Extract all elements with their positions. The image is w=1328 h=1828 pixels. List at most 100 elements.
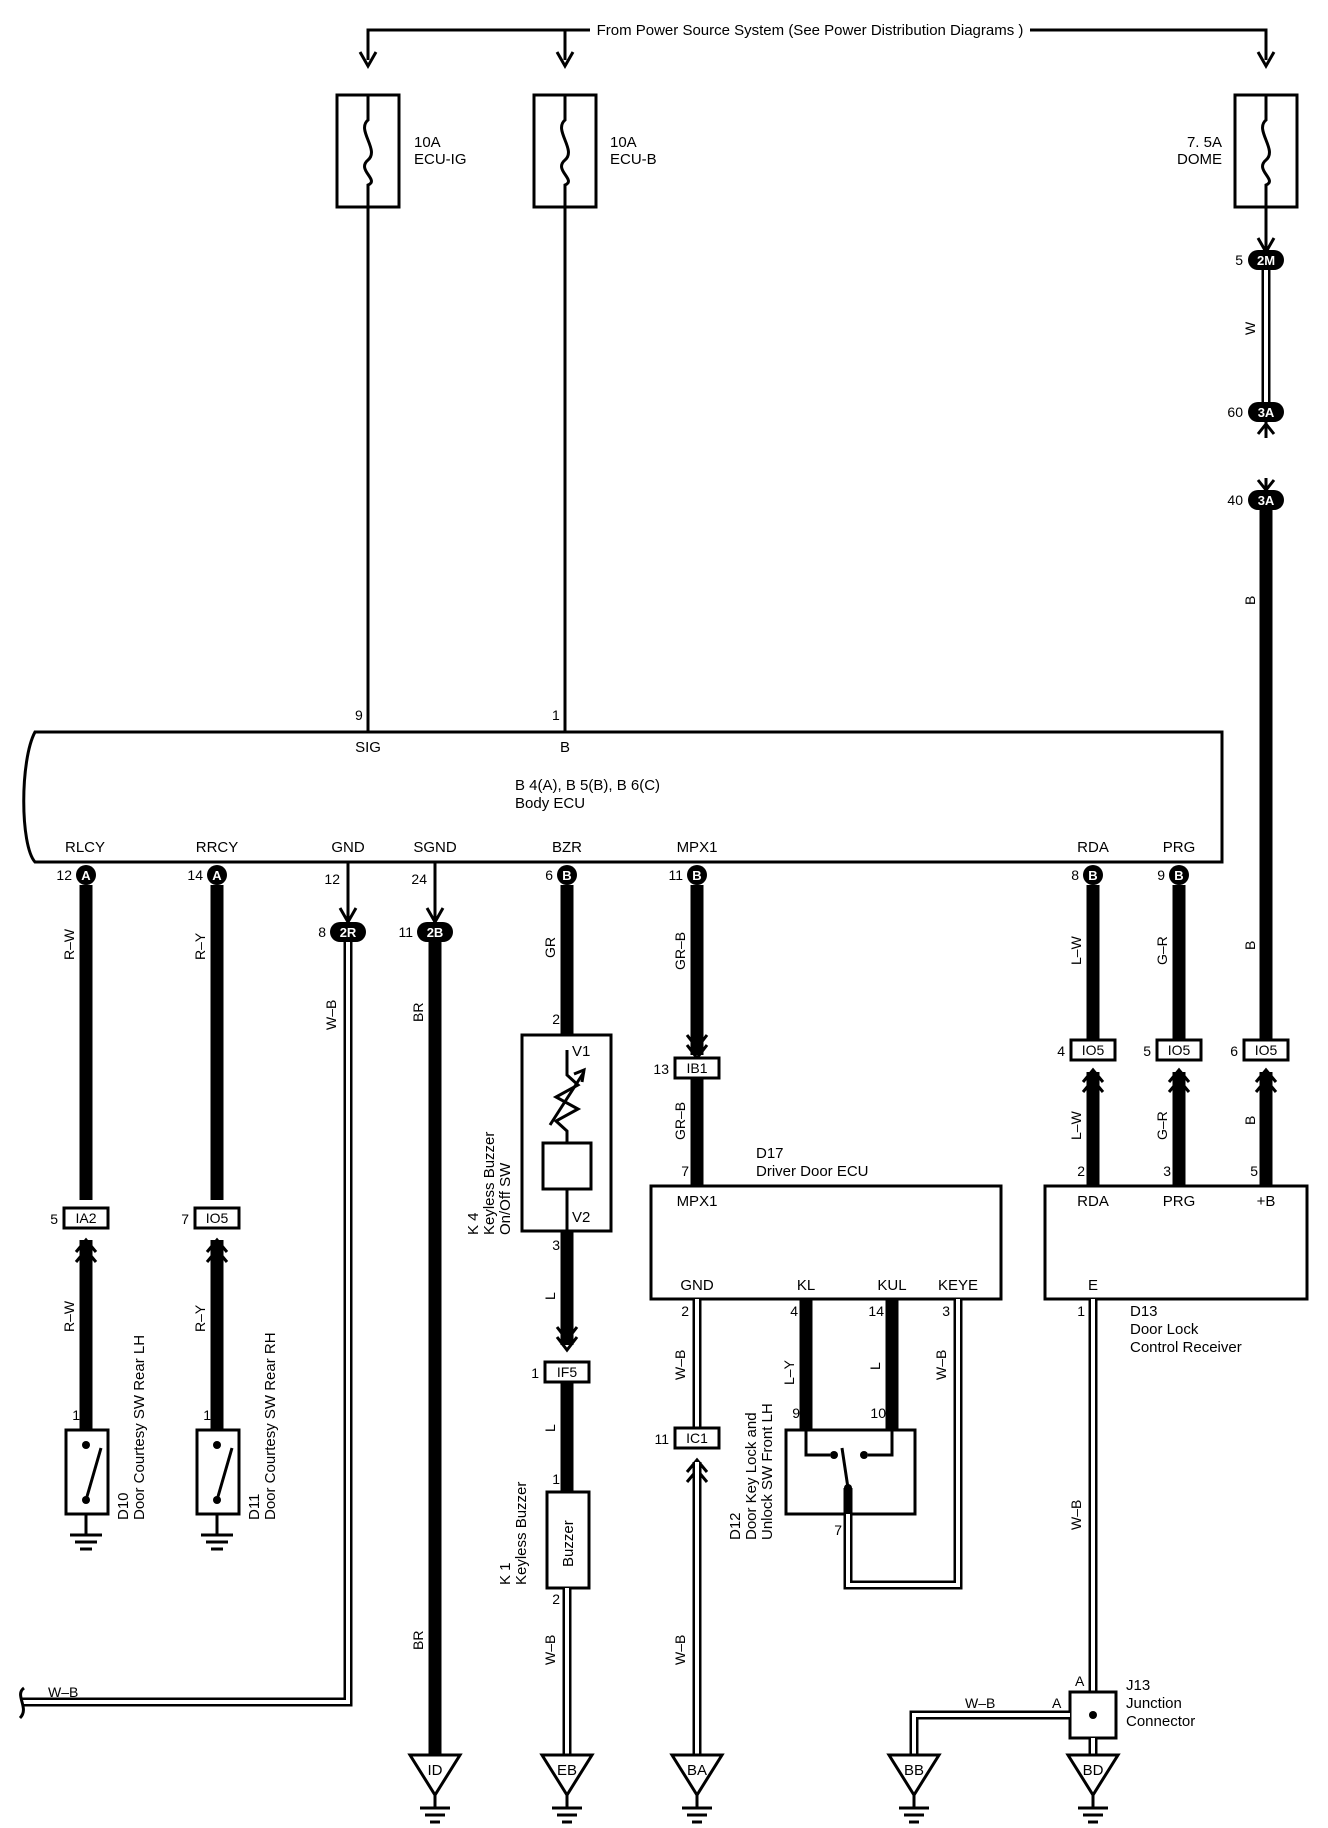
wire-gnd-wb-label: W–B [323, 1000, 339, 1030]
wire-sgnd-br-label-2: BR [410, 1631, 426, 1650]
ground-bb-label: BB [904, 1762, 924, 1779]
body-ecu-conn-bzr: B [557, 865, 577, 885]
svg-text:2R: 2R [340, 925, 357, 940]
body-ecu-pin-mpx1-num: 11 [668, 867, 683, 883]
body-ecu-pin-bzr-num: 6 [545, 867, 553, 883]
connector-3a-40: 3A [1248, 490, 1284, 510]
k1-ref: K 1 [497, 1562, 514, 1585]
connector-3a-40-num: 40 [1227, 492, 1243, 508]
svg-text:B: B [562, 868, 571, 883]
power-source-label: From Power Source System (See Power Dist… [597, 22, 1024, 39]
d10-ground [70, 1533, 102, 1551]
svg-text:IF5: IF5 [557, 1364, 577, 1380]
d12-pin-9: 9 [792, 1405, 800, 1421]
wire-io5-gr-label: G–R [1154, 1111, 1170, 1140]
body-ecu-term-mpx1: MPX1 [677, 839, 718, 856]
ground-bb [886, 1753, 942, 1824]
body-ecu-pin-rlcy-num: 12 [56, 867, 72, 883]
connector-ib1: IB1 [673, 1056, 721, 1080]
wire-mpx1-grb-label: GR–B [672, 932, 688, 970]
wire-dome-w-label: W [1242, 321, 1258, 335]
d17-box [649, 1184, 1003, 1301]
connector-io5-rda-num: 4 [1057, 1043, 1065, 1059]
k1-pin-bottom: 2 [552, 1591, 560, 1607]
body-ecu-term-prg: PRG [1163, 839, 1196, 856]
k1-buzzer-label: Buzzer [560, 1520, 577, 1567]
d17-pin-kl: 4 [790, 1303, 798, 1319]
ground-eb-label: EB [557, 1762, 577, 1779]
d12-pin-7: 7 [834, 1522, 842, 1538]
d17-pin-gnd: 2 [681, 1303, 689, 1319]
d17-term-mpx1: MPX1 [677, 1193, 718, 1210]
svg-text:B: B [1174, 868, 1183, 883]
body-ecu-pin-sig-num: 9 [355, 707, 363, 723]
svg-text:B: B [692, 868, 701, 883]
d17-term-gnd: GND [680, 1277, 714, 1294]
body-ecu-conn-prg: B [1169, 865, 1189, 885]
d10-ref: D10 [115, 1492, 132, 1520]
connector-io5-rrcy: IO5 [193, 1206, 241, 1230]
svg-text:2M: 2M [1257, 253, 1275, 268]
connector-ib1-num: 13 [653, 1061, 669, 1077]
wire-kul-l-label: L [867, 1362, 883, 1370]
d10-pin: 1 [72, 1407, 80, 1423]
connector-io5-prg-num: 5 [1143, 1043, 1151, 1059]
svg-text:3A: 3A [1258, 493, 1275, 508]
svg-text:A: A [81, 868, 91, 883]
wire-gnd-wb-label-2: W–B [48, 1684, 78, 1700]
d11-pin: 1 [203, 1407, 211, 1423]
wire-kl-ly-label: L–Y [781, 1359, 797, 1385]
svg-text:IO5: IO5 [206, 1210, 229, 1226]
body-ecu-term-sgnd: SGND [413, 839, 457, 856]
svg-text:IB1: IB1 [686, 1060, 707, 1076]
svg-text:IC1: IC1 [686, 1430, 708, 1446]
connector-ic1: IC1 [673, 1426, 721, 1450]
body-ecu-term-rrcy: RRCY [196, 839, 239, 856]
body-ecu-term-sig: SIG [355, 739, 381, 756]
wire-ic1-wb-label: W–B [672, 1635, 688, 1665]
body-ecu-pin-rda-num: 8 [1071, 867, 1079, 883]
k1-pin-top: 1 [552, 1471, 560, 1487]
wire-ib1-grb-label: GR–B [672, 1102, 688, 1140]
k4-v2: V2 [572, 1209, 590, 1226]
wire-rrcy-label-2: R–Y [192, 1304, 208, 1332]
wire-k1-wb-label: W–B [542, 1635, 558, 1665]
d13-term-e: E [1088, 1277, 1098, 1294]
body-ecu-conn-mpx1: B [687, 865, 707, 885]
connector-io5-rrcy-num: 7 [181, 1211, 189, 1227]
connector-io5-rda: IO5 [1069, 1038, 1117, 1062]
wire-sgnd-br-label: BR [410, 1003, 426, 1022]
fuse-dome [1233, 93, 1299, 209]
power-source-line [358, 28, 1276, 70]
ground-ba [669, 1753, 725, 1824]
svg-text:A: A [212, 868, 222, 883]
wire-rlcy-label: R–W [61, 928, 77, 960]
ground-bd [1065, 1753, 1121, 1824]
wire-k4-l-label: L [542, 1292, 558, 1300]
wire-j13-bb-label: W–B [965, 1695, 995, 1711]
connector-ia2: IA2 [62, 1206, 110, 1230]
connector-2b: 2B [417, 922, 453, 942]
d11-name: Door Courtesy SW Rear RH [262, 1332, 279, 1520]
wire-io5-b-label: B [1242, 1116, 1258, 1125]
fuse-ecu-ig-name: ECU-IG [414, 151, 467, 168]
body-ecu-box [22, 730, 1224, 864]
d17-name: Driver Door ECU [756, 1163, 869, 1180]
wire-prg-gr-label: G–R [1154, 936, 1170, 965]
d12-pin-10: 10 [870, 1405, 886, 1421]
body-ecu-pin-gnd-num: 12 [324, 871, 340, 887]
d13-term-rda: RDA [1077, 1193, 1109, 1210]
body-ecu-term-gnd: GND [331, 839, 365, 856]
svg-text:IO5: IO5 [1255, 1042, 1278, 1058]
svg-text:B: B [1088, 868, 1097, 883]
wire-bzr-gr-label: GR [542, 937, 558, 958]
connector-2m: 2M [1248, 250, 1284, 270]
d13-pin-prg: 3 [1163, 1163, 1171, 1179]
connector-3a-60-num: 60 [1227, 404, 1243, 420]
connector-2r: 2R [330, 922, 366, 942]
d17-pin-kul: 14 [868, 1303, 884, 1319]
fuse-ecu-b-rating: 10A [610, 134, 637, 151]
body-ecu-pin-rrcy-num: 14 [187, 867, 203, 883]
ground-id-label: ID [428, 1762, 443, 1779]
j13-name-l1: Junction [1126, 1695, 1182, 1712]
